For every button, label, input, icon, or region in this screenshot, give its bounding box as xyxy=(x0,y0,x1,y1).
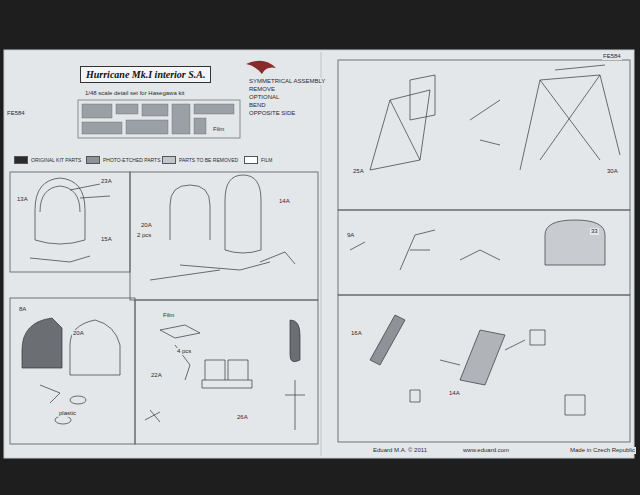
legend-swatch xyxy=(162,156,176,164)
footer-note: Eduard M.A. © 2011 xyxy=(372,447,428,454)
callout-number: 14A xyxy=(278,198,291,205)
set-code: FE584 xyxy=(6,110,26,117)
header-note: 1/48 scale detail set for Hasegawa kit xyxy=(84,90,185,97)
callout-number: plastic xyxy=(58,410,77,417)
callout-number: 30A xyxy=(606,168,619,175)
header-note: BEND xyxy=(248,102,267,109)
legend-item: ORIGINAL KIT PARTS xyxy=(14,156,81,164)
set-code: FE584 xyxy=(602,53,622,60)
header-note: Film xyxy=(212,126,225,133)
footer-note: www.eduard.com xyxy=(462,447,510,454)
legend-item: PHOTO-ETCHED PARTS xyxy=(86,156,161,164)
legend-item: PARTS TO BE REMOVED xyxy=(162,156,238,164)
callout-number: 20A xyxy=(140,222,153,229)
legend-text: FILM xyxy=(261,157,272,163)
callout-number: 16A xyxy=(350,330,363,337)
legend-text: PARTS TO BE REMOVED xyxy=(179,157,238,163)
header-note: SYMMETRICAL ASSEMBLY xyxy=(248,78,326,85)
sheet-title: Hurricane Mk.I interior S.A. xyxy=(80,66,211,83)
legend-swatch xyxy=(244,156,258,164)
callout-number: 14A xyxy=(448,390,461,397)
callout-number: 33 xyxy=(590,228,599,235)
callout-number: 15A xyxy=(100,236,113,243)
header-note: REMOVE xyxy=(248,86,276,93)
legend-swatch xyxy=(14,156,28,164)
callout-number: 23A xyxy=(100,178,113,185)
callout-number: 2 pcs xyxy=(136,232,152,239)
legend-item: FILM xyxy=(244,156,272,164)
callout-number: Film xyxy=(162,312,175,319)
callout-number: 4 pcs xyxy=(176,348,192,355)
callout-number: 25A xyxy=(352,168,365,175)
legend-text: ORIGINAL KIT PARTS xyxy=(31,157,81,163)
header-note: OPPOSITE SIDE xyxy=(248,110,296,117)
callout-number: 9A xyxy=(346,232,355,239)
legend-swatch xyxy=(86,156,100,164)
callout-number: 22A xyxy=(150,372,163,379)
callout-number: 20A xyxy=(72,330,85,337)
legend-text: PHOTO-ETCHED PARTS xyxy=(103,157,161,163)
header-note: OPTIONAL xyxy=(248,94,280,101)
footer-note: Made in Czech Republic xyxy=(569,447,636,454)
callout-number: 8A xyxy=(18,306,27,313)
callout-number: 26A xyxy=(236,414,249,421)
callout-number: 13A xyxy=(16,196,29,203)
